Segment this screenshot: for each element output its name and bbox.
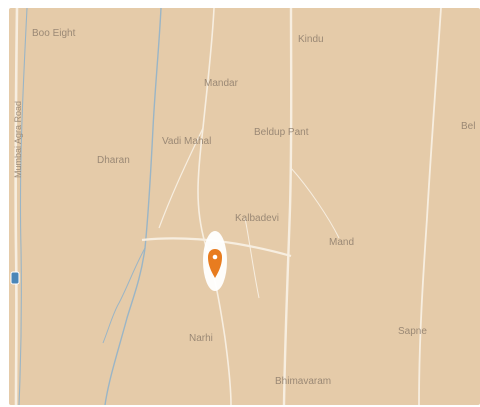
river-branch (102, 247, 146, 344)
place-label[interactable]: Kalbadevi (235, 213, 279, 224)
road (290, 167, 340, 239)
map-canvas[interactable]: Mumbai Agra Road Boo Eight Kindu Mandar … (9, 8, 480, 405)
road (282, 8, 293, 405)
road (244, 217, 260, 299)
place-label[interactable]: Vadi Mahal (162, 136, 211, 147)
place-label[interactable]: Sapne (398, 326, 427, 337)
highway-shield-icon (10, 271, 20, 285)
road (418, 8, 442, 405)
place-label[interactable]: Mandar (204, 78, 239, 89)
road (141, 237, 292, 258)
map-view[interactable]: Mumbai Agra Road Boo Eight Kindu Mandar … (9, 8, 480, 405)
place-label[interactable]: Kindu (298, 34, 324, 45)
river (18, 8, 28, 405)
place-label[interactable]: Boo Eight (32, 28, 76, 39)
highway-label: Mumbai Agra Road (13, 101, 23, 178)
map-background (9, 8, 480, 405)
road (197, 8, 232, 405)
highway (14, 8, 19, 405)
place-label[interactable]: Bhimavaram (275, 376, 331, 387)
river (104, 8, 162, 405)
place-label[interactable]: Beldup Pant (254, 127, 309, 138)
road (158, 127, 204, 229)
place-label[interactable]: Narhi (189, 333, 213, 344)
place-label[interactable]: Mand (329, 237, 354, 248)
place-label[interactable]: Bel (461, 121, 475, 132)
place-label[interactable]: Dharan (97, 155, 130, 166)
map-pin-icon[interactable] (203, 231, 227, 291)
